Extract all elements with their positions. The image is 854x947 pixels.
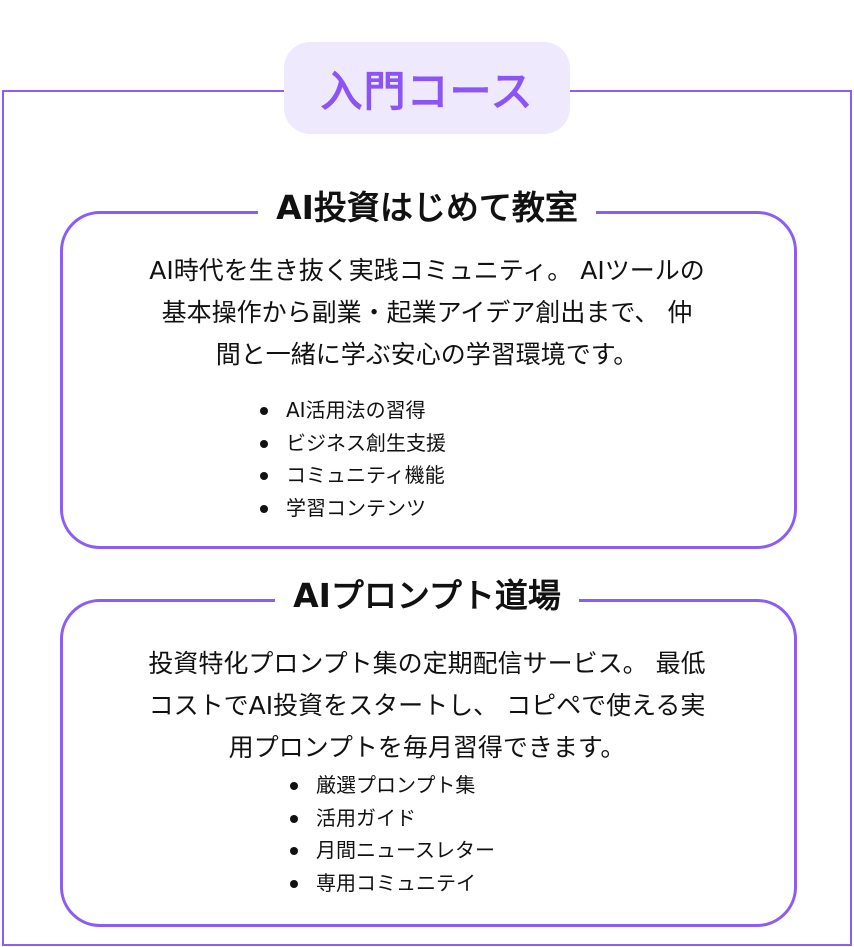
description-line: 用プロンプトを毎月習得できます。 [228,733,626,762]
feature-list: AI活用法の習得 ビジネス創生支援 コミュニティ機能 学習コンテンツ [258,394,446,524]
description-line: コストでAI投資をスタートし、 コピペで使える実 [148,691,706,720]
description-line: 基本操作から副業・起業アイデア創出まで、 仲 [161,298,693,327]
description-line: AI時代を生き抜く実践コミュニティ。 AIツールの [149,256,705,285]
feature-item: コミュニティ機能 [258,459,446,492]
course-title-wrap: AIプロンプト道場 [0,576,854,616]
course-description: AI時代を生き抜く実践コミュニティ。 AIツールの 基本操作から副業・起業アイデ… [0,250,854,376]
feature-item: ビジネス創生支援 [258,427,446,460]
section-label: 入門コース [284,42,570,134]
feature-item: 厳選プロンプト集 [288,769,495,802]
feature-item: 学習コンテンツ [258,492,446,525]
feature-list: 厳選プロンプト集 活用ガイド 月間ニュースレター 専用コミュニテイ [288,769,495,899]
feature-item: 専用コミュニテイ [288,867,495,900]
course-title: AI投資はじめて教室 [258,188,596,228]
feature-item: 月間ニュースレター [288,834,495,867]
course-title-wrap: AI投資はじめて教室 [0,188,854,228]
course-title: AIプロンプト道場 [275,576,579,616]
feature-item: AI活用法の習得 [258,394,446,427]
description-line: 投資特化プロンプト集の定期配信サービス。 最低 [148,649,706,678]
course-description: 投資特化プロンプト集の定期配信サービス。 最低 コストでAI投資をスタートし、 … [0,643,854,769]
section-title: 入門コース [320,66,534,116]
feature-item: 活用ガイド [288,802,495,835]
description-line: 間と一緒に学ぶ安心の学習環境です。 [215,340,639,369]
